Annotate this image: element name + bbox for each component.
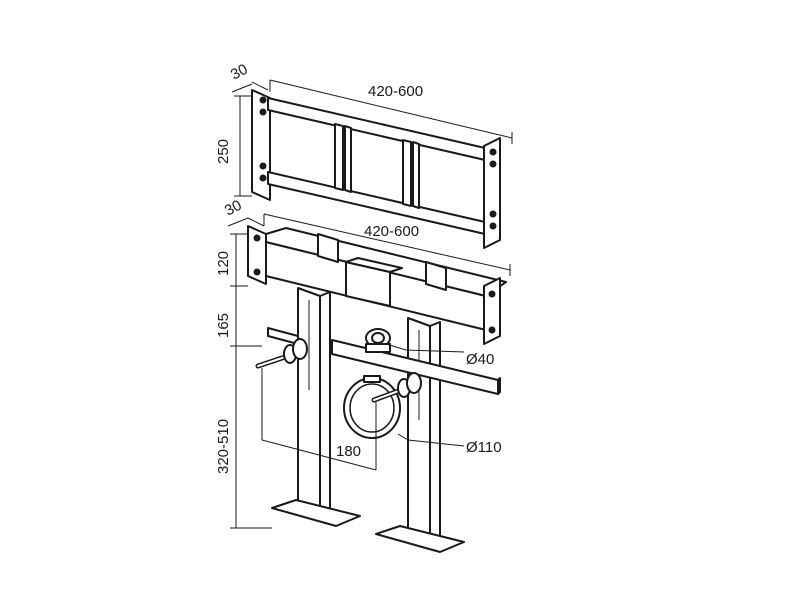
large-pipe-diameter-label: Ø110 [466, 439, 502, 456]
top-bracket [251, 89, 501, 249]
leg-height-label: 320-510 [215, 419, 232, 474]
top-width-label: 420-600 [368, 83, 423, 100]
frame-right-end-plate [483, 277, 501, 345]
frame-left-end-plate [247, 225, 267, 285]
right-foot-plate [375, 525, 465, 553]
left-lug [317, 233, 339, 263]
mid-height-label: 165 [215, 313, 232, 338]
top-upper-rail [267, 97, 486, 161]
right-lug [425, 261, 447, 291]
dimension-lines [227, 79, 513, 529]
large-pipe-clamp [343, 375, 401, 439]
lower-frame [247, 225, 507, 553]
top-height-label: 250 [215, 139, 232, 164]
left-stud-bracket [267, 327, 299, 345]
small-pipe-clamp [365, 328, 391, 353]
top-strut-2 [402, 139, 412, 207]
top-strut-1 [334, 123, 344, 191]
top-left-end-plate [251, 89, 271, 201]
top-depth-label: 30 [228, 61, 251, 84]
frame-height-label: 120 [215, 251, 232, 276]
left-foot-plate [271, 499, 361, 527]
bottom-width-label: 420-600 [364, 223, 419, 240]
small-pipe-diameter-label: Ø40 [466, 351, 494, 368]
bottom-depth-label: 30 [222, 197, 245, 220]
pipe-spacing-label: 180 [336, 443, 361, 460]
